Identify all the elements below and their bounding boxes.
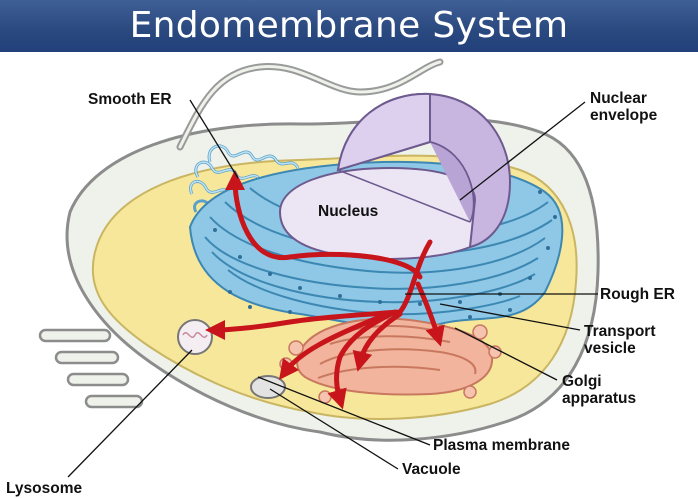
label-vacuole: Vacuole (402, 461, 461, 478)
leader-lines (67, 99, 598, 478)
label-transport-vesicle: Transport vesicle (584, 323, 655, 357)
label-plasma-membrane-text: Plasma membrane (433, 437, 570, 454)
ribosomes (213, 190, 557, 319)
label-golgi-apparatus: Golgi apparatus (562, 373, 636, 407)
page-title: Endomembrane System (129, 5, 569, 46)
microvilli (38, 328, 144, 409)
cell-diagram (38, 58, 600, 478)
cilium-inner (178, 60, 442, 149)
label-smooth-er-text: Smooth ER (88, 91, 172, 108)
label-transport-vesicle-line1: Transport (584, 323, 656, 340)
label-nuclear-envelope-line2: envelope (590, 107, 658, 124)
label-smooth-er: Smooth ER (88, 91, 172, 108)
label-nucleus: Nucleus (318, 203, 378, 220)
label-vacuole-text: Vacuole (402, 461, 461, 478)
label-lysosome-text: Lysosome (6, 480, 83, 497)
nucleus-shape (278, 92, 512, 260)
label-golgi-line1: Golgi (562, 373, 602, 390)
label-plasma-membrane: Plasma membrane (433, 437, 570, 454)
label-lysosome: Lysosome (6, 480, 82, 497)
label-golgi-line2: apparatus (562, 390, 637, 407)
transport-arrows (205, 170, 445, 410)
label-transport-vesicle-line2: vesicle (584, 340, 636, 357)
label-nucleus-text: Nucleus (318, 203, 379, 220)
label-rough-er: Rough ER (600, 286, 675, 303)
label-nuclear-envelope-line1: Nuclear (590, 90, 647, 107)
title-bar: Endomembrane System (0, 0, 698, 52)
label-nuclear-envelope: Nuclear envelope (590, 90, 657, 124)
label-rough-er-text: Rough ER (600, 286, 675, 303)
lysosome-shape (177, 319, 213, 355)
